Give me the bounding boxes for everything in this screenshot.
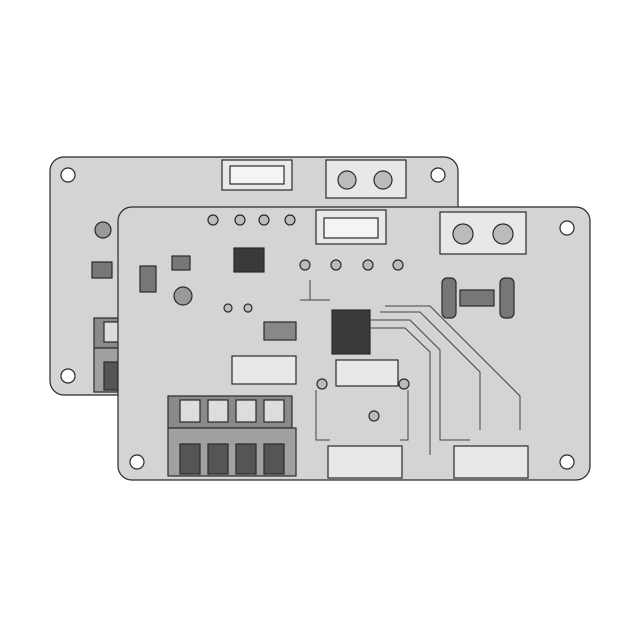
mount-hole — [129, 454, 145, 470]
connector — [453, 445, 529, 479]
connector — [231, 355, 297, 385]
mount-hole — [559, 454, 575, 470]
chip — [331, 309, 371, 355]
mount-hole — [60, 368, 76, 384]
connector — [335, 359, 399, 387]
capacitor — [94, 221, 112, 239]
connector — [327, 445, 403, 479]
capacitor — [173, 286, 193, 306]
mount-hole — [559, 220, 575, 236]
mount-hole — [60, 167, 76, 183]
terminal-block — [167, 395, 297, 477]
mount-hole — [430, 167, 446, 183]
chip — [233, 247, 265, 273]
